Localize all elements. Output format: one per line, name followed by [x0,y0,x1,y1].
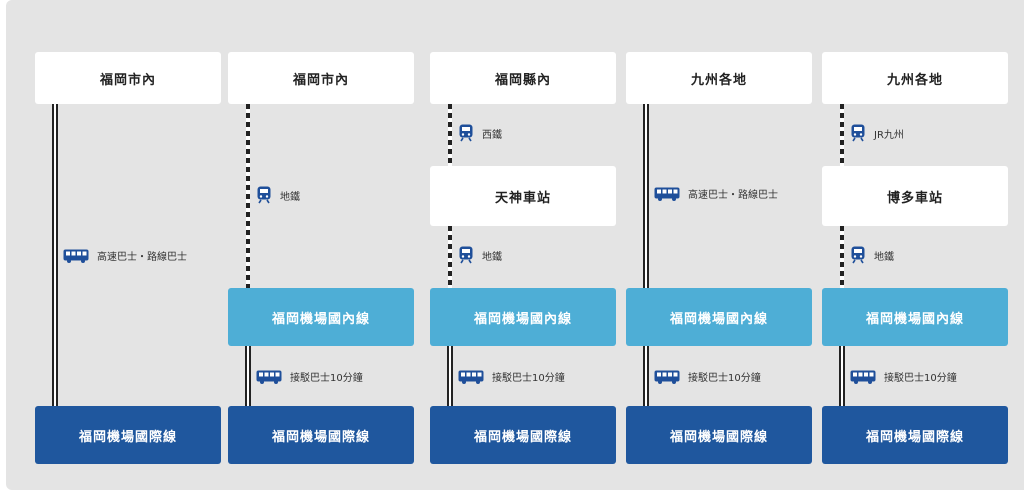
transfer-domestic: 福岡機場國內線 [430,288,616,346]
station-box: 博多車站 [822,166,1008,226]
train-icon [458,246,474,264]
destination-international: 福岡機場國際線 [228,406,414,464]
rail-route-line [840,104,844,166]
train-icon [458,124,474,142]
origin-box: 九州各地 [822,52,1008,104]
bus-route-line [643,346,649,408]
train-icon [850,246,866,264]
rail-route-line [246,104,250,288]
transfer-domestic: 福岡機場國內線 [626,288,812,346]
origin-box: 九州各地 [626,52,812,104]
route-leg: 西鐵 [458,124,502,142]
destination-international: 福岡機場國際線 [626,406,812,464]
bus-icon [458,370,484,384]
route-leg: 接駁巴士10分鐘 [256,369,363,384]
bus-route-line [245,346,251,408]
route-column-1: 福岡市內 高速巴士・路線巴士 福岡機場國際線 [35,52,221,464]
bus-icon [654,370,680,384]
train-icon [256,186,272,204]
transfer-domestic: 福岡機場國內線 [822,288,1008,346]
destination-international: 福岡機場國際線 [35,406,221,464]
route-leg: 接駁巴士10分鐘 [654,369,761,384]
destination-international: 福岡機場國際線 [430,406,616,464]
bus-route-line [643,104,649,288]
destination-international: 福岡機場國際線 [822,406,1008,464]
route-leg: 高速巴士・路線巴士 [63,248,187,263]
rail-route-line [448,226,452,288]
station-box: 天神車站 [430,166,616,226]
origin-box: 福岡市內 [35,52,221,104]
route-leg: 接駁巴士10分鐘 [850,369,957,384]
route-column-2: 福岡市內 地鐵 福岡機場國內線 接駁巴士10分鐘 福岡機場國際線 [228,52,414,464]
bus-route-line [839,346,845,408]
rail-route-line [448,104,452,166]
train-icon [850,124,866,142]
bus-route-line [52,104,58,408]
origin-box: 福岡縣內 [430,52,616,104]
route-leg: 地鐵 [256,186,300,204]
route-leg: JR九州 [850,124,904,142]
route-column-4: 九州各地 高速巴士・路線巴士 福岡機場國內線 接駁巴士10分鐘 福岡機場國際線 [626,52,812,464]
route-column-5: 九州各地 JR九州 博多車站 地鐵 福岡機場國內線 接駁巴士10分鐘 福岡機場國… [822,52,1008,464]
bus-route-line [447,346,453,408]
route-leg: 高速巴士・路線巴士 [654,186,778,201]
rail-route-line [840,226,844,288]
origin-box: 福岡市內 [228,52,414,104]
route-leg: 接駁巴士10分鐘 [458,369,565,384]
transfer-domestic: 福岡機場國內線 [228,288,414,346]
bus-icon [654,187,680,201]
route-leg: 地鐵 [458,246,502,264]
bus-icon [63,249,89,263]
bus-icon [256,370,282,384]
bus-icon [850,370,876,384]
route-column-3: 福岡縣內 西鐵 天神車站 地鐵 福岡機場國內線 接駁巴士10分鐘 福岡機場國際線 [430,52,616,464]
route-leg: 地鐵 [850,246,894,264]
